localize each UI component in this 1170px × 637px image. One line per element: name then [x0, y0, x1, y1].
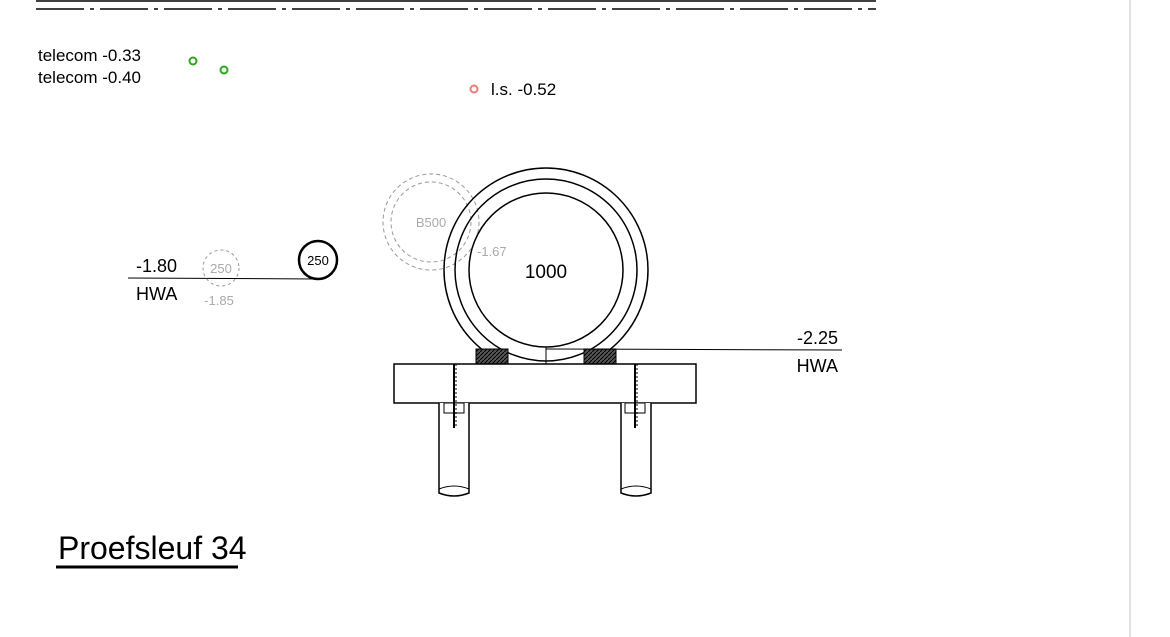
- utility-label-ls: l.s. -0.52: [491, 80, 556, 99]
- ghost-pipe-b500-label: B500: [416, 215, 446, 230]
- top-border: [36, 0, 876, 10]
- left-pipe-diameter: 250: [307, 253, 329, 268]
- ghost-pipe-b500: B500 -1.67: [382, 173, 507, 271]
- main-pipe: 1000: [443, 167, 649, 373]
- main-pipe-diameter: 1000: [525, 262, 567, 283]
- main-pipe-leader: [545, 348, 843, 351]
- anchor-bolt-right: [624, 364, 646, 428]
- ghost-pipe-b500-level: -1.67: [477, 244, 507, 259]
- telecom-marker-2: [219, 65, 229, 75]
- utility-label-telecom-2: telecom -0.40: [38, 68, 141, 87]
- left-pipe-leader: [127, 277, 319, 280]
- left-pipe-level: -1.80: [136, 256, 177, 276]
- drawing-title: Proefsleuf 34: [58, 530, 247, 566]
- pile-left: [438, 403, 470, 497]
- pile-right: [620, 403, 652, 497]
- ghost-pipe-250-level: -1.85: [204, 293, 234, 308]
- main-pipe-level: -2.25: [797, 328, 838, 348]
- left-pipe-symbol: [297, 239, 339, 281]
- saddle-block-left: [475, 348, 509, 365]
- support-slab: [393, 363, 697, 404]
- page-edge: [1129, 0, 1131, 637]
- main-pipe-type: HWA: [797, 356, 838, 376]
- ls-marker: [469, 84, 479, 94]
- anchor-bolt-left: [443, 364, 465, 428]
- ghost-pipe-250-diameter: 250: [210, 261, 232, 276]
- telecom-marker-1: [188, 56, 198, 66]
- left-pipe-type: HWA: [136, 284, 177, 304]
- utility-label-telecom-1: telecom -0.33: [38, 46, 141, 65]
- saddle-block-right: [583, 348, 617, 365]
- ghost-pipe-250: 250 -1.85: [202, 249, 240, 308]
